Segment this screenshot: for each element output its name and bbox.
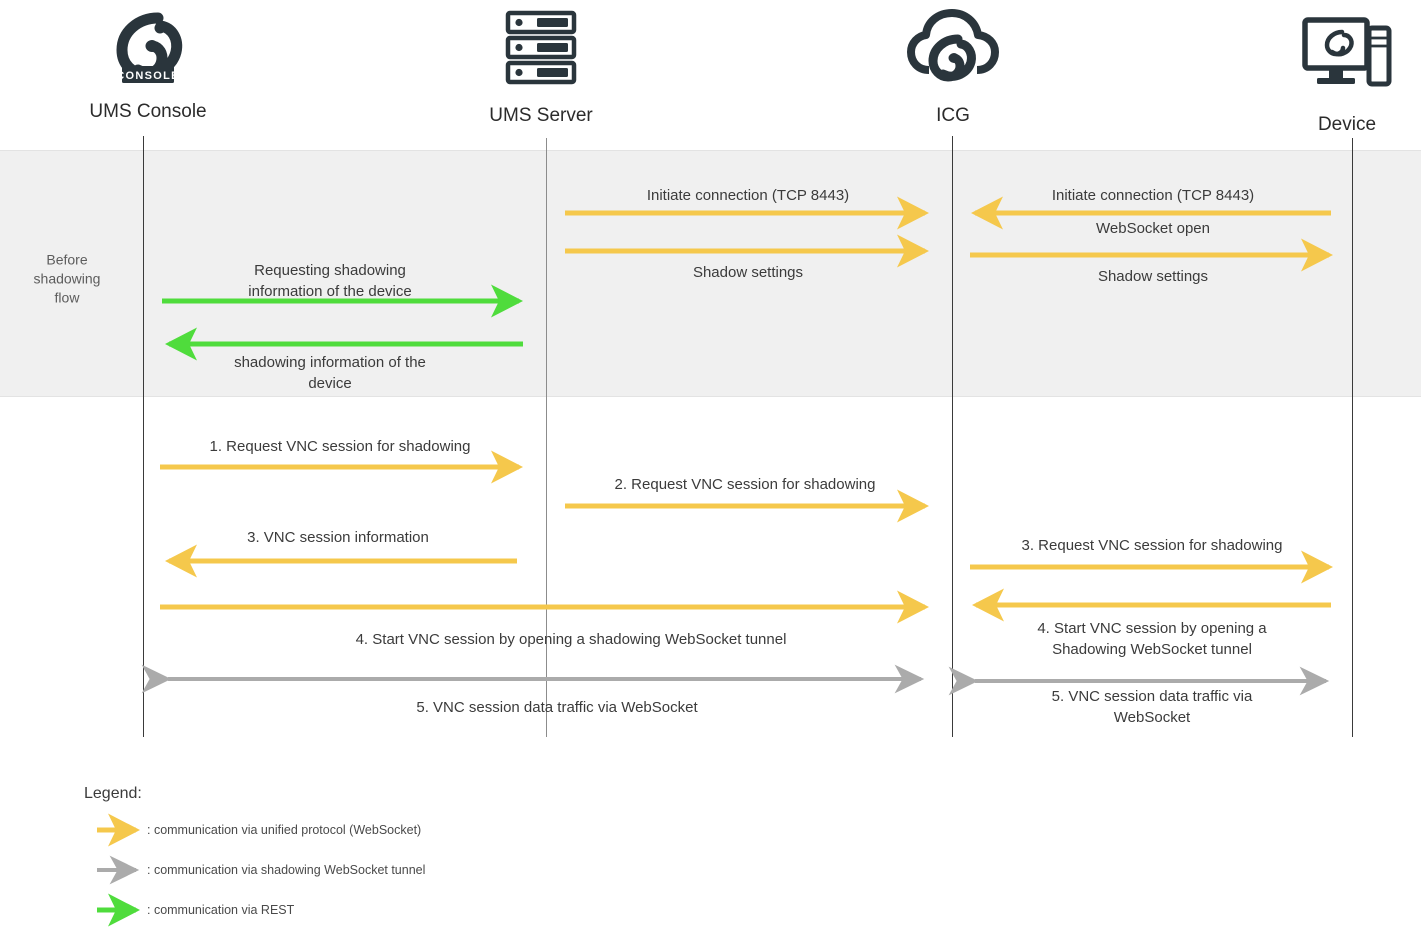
- lifeline-ums-server: [546, 138, 547, 737]
- msg-shadowing-info-response: shadowing information of the device: [234, 354, 426, 392]
- msg-shadow-settings-device: Shadow settings: [1097, 268, 1209, 285]
- svg-text:CONSOLE: CONSOLE: [116, 70, 180, 82]
- msg-step-4-device: 4. Start VNC session by opening a Shadow…: [1037, 620, 1267, 658]
- lifeline-device: [1352, 138, 1353, 737]
- msg-step-3-console: 3. VNC session information: [247, 529, 429, 546]
- server-rack-icon: [493, 8, 589, 88]
- before-shadowing-band-label: Before shadowing flow: [33, 251, 101, 306]
- msg-step-5-device: 5. VNC session data traffic via WebSocke…: [1051, 688, 1253, 726]
- msg-step-5-console: 5. VNC session data traffic via WebSocke…: [416, 699, 698, 716]
- legend-label-rest: : communication via REST: [147, 903, 295, 917]
- actor-label-ums-server: UMS Server: [489, 105, 593, 126]
- msg-requesting-shadowing-info: Requesting shadowing information of the …: [248, 262, 412, 300]
- msg-initiate-connection-device: Initiate connection (TCP 8443): [1051, 187, 1255, 204]
- msg-step-4-console: 4. Start VNC session by opening a shadow…: [355, 631, 787, 648]
- lifeline-icg: [952, 136, 953, 737]
- lifeline-ums-console: [143, 136, 144, 737]
- msg-step-2: 2. Request VNC session for shadowing: [614, 476, 876, 493]
- msg-websocket-open: WebSocket open: [1096, 220, 1210, 237]
- legend-title: Legend:: [84, 785, 142, 802]
- msg-initiate-connection-server: Initiate connection (TCP 8443): [646, 187, 850, 204]
- before-shadowing-band: [0, 150, 1421, 397]
- actor-label-icg: ICG: [936, 105, 970, 126]
- ums-console-logo-icon: CONSOLE: [100, 8, 196, 94]
- msg-shadow-settings-server: Shadow settings: [692, 264, 804, 281]
- msg-step-1: 1. Request VNC session for shadowing: [209, 438, 471, 455]
- actor-label-device: Device: [1317, 114, 1377, 135]
- cloud-gateway-icon: [905, 8, 1001, 94]
- desktop-device-icon: [1299, 14, 1395, 94]
- legend-label-shadowing: : communication via shadowing WebSocket …: [147, 863, 426, 877]
- msg-step-3-device: 3. Request VNC session for shadowing: [1021, 537, 1283, 554]
- actor-label-ums-console: UMS Console: [89, 101, 207, 122]
- legend-label-unified: : communication via unified protocol (We…: [147, 823, 422, 837]
